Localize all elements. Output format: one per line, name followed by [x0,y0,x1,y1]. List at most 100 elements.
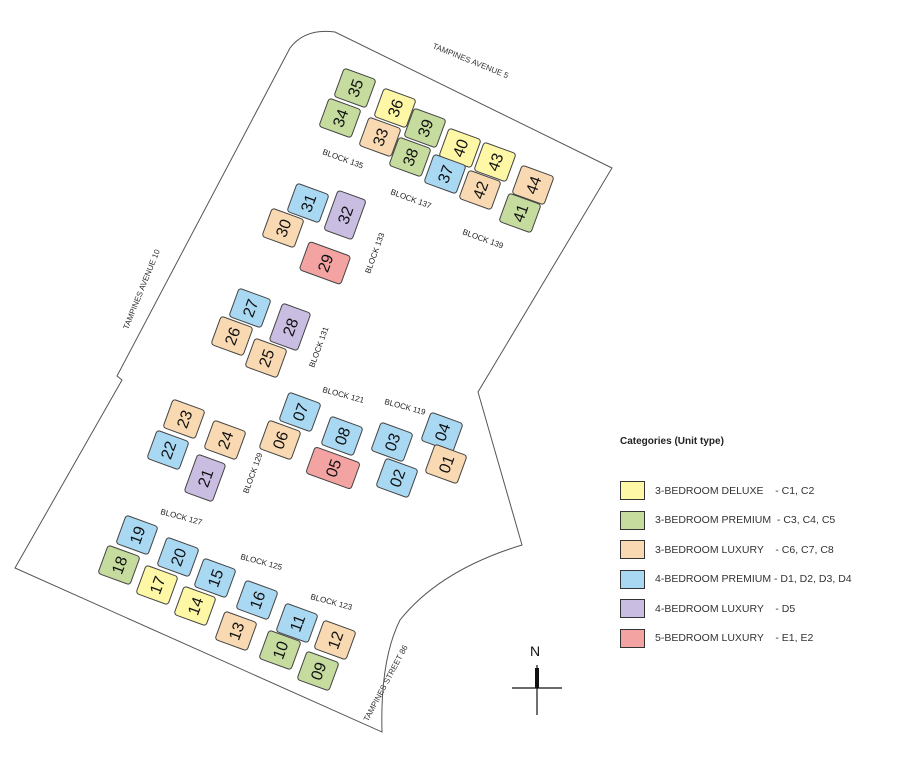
unit-number: 19 [127,524,149,547]
unit-42[interactable]: 42 [459,170,501,210]
unit-shape [236,580,278,620]
unit-shape [98,545,140,585]
unit-06[interactable]: 06 [259,420,301,460]
unit-shape [424,154,466,194]
unit-number: 22 [158,439,180,462]
unit-38[interactable]: 38 [389,137,431,177]
unit-43[interactable]: 43 [474,142,516,182]
unit-31[interactable]: 31 [287,183,329,223]
unit-02[interactable]: 02 [376,458,418,498]
legend-item-luxury5: 5-BEDROOM LUXURY - E1, E2 [620,624,852,654]
unit-number: 36 [385,97,407,120]
legend: Categories (Unit type) 3-BEDROOM DELUXE … [620,436,852,653]
unit-shape [324,190,366,240]
unit-22[interactable]: 22 [147,430,189,470]
unit-17[interactable]: 17 [136,565,178,605]
unit-30[interactable]: 30 [262,208,304,248]
unit-03[interactable]: 03 [371,422,413,462]
unit-shape [374,88,416,128]
legend-item-luxury4: 4-BEDROOM LUXURY - D5 [620,594,852,624]
unit-12[interactable]: 12 [314,620,356,660]
unit-32[interactable]: 32 [324,190,367,240]
unit-29[interactable]: 29 [299,241,351,285]
unit-39[interactable]: 39 [404,108,446,148]
unit-number: 17 [147,574,169,597]
unit-number: 39 [415,117,437,140]
unit-number: 31 [298,192,320,215]
unit-shape [163,399,205,439]
unit-24[interactable]: 24 [204,420,246,460]
unit-shape [276,603,318,643]
legend-swatch [620,599,645,619]
block-label: BLOCK 129 [241,451,264,495]
compass-north-label: N [530,643,540,659]
unit-23[interactable]: 23 [163,399,205,439]
unit-shape [459,170,501,210]
legend-item-premium3: 3-BEDROOM PREMIUM - C3, C4, C5 [620,506,852,536]
unit-27[interactable]: 27 [229,288,271,328]
unit-number: 23 [174,408,196,431]
unit-number: 40 [450,137,472,160]
unit-05[interactable]: 05 [306,446,361,490]
unit-number: 24 [215,429,237,452]
unit-shape [499,193,541,233]
road-label-tampines-st-86: TAMPINES STREET 86 [362,643,410,723]
unit-10[interactable]: 10 [259,630,301,670]
north-arrow-icon: N [512,643,562,715]
unit-shape [319,98,361,138]
unit-number: 07 [290,401,312,424]
road-label-tampines-ave-5: TAMPINES AVENUE 5 [431,42,510,81]
unit-11[interactable]: 11 [276,603,318,643]
unit-28[interactable]: 28 [269,303,311,351]
unit-35[interactable]: 35 [334,68,376,108]
unit-number: 13 [226,620,248,643]
unit-36[interactable]: 36 [374,88,416,128]
legend-title: Categories (Unit type) [620,436,724,447]
unit-14[interactable]: 14 [174,586,216,626]
unit-41[interactable]: 41 [499,193,541,233]
unit-number: 27 [240,297,262,320]
unit-44[interactable]: 44 [512,165,554,205]
unit-number: 37 [435,163,457,186]
unit-number: 04 [432,421,454,444]
legend-swatch [620,481,645,501]
unit-shape [279,392,321,432]
unit-09[interactable]: 09 [297,651,339,691]
unit-shape [229,288,271,328]
unit-18[interactable]: 18 [98,545,140,585]
unit-01[interactable]: 01 [425,444,467,484]
legend-swatch [620,628,645,648]
unit-number: 16 [247,589,269,612]
unit-19[interactable]: 19 [116,515,158,555]
unit-shape [259,630,301,670]
block-label: BLOCK 123 [309,592,353,612]
unit-shape [389,137,431,177]
unit-33[interactable]: 33 [359,117,401,157]
legend-label: 5-BEDROOM LUXURY - E1, E2 [655,632,814,645]
unit-number: 12 [325,629,347,652]
unit-20[interactable]: 20 [157,537,199,577]
block-label: BLOCK 139 [461,227,505,250]
unit-04[interactable]: 04 [421,412,463,452]
unit-shape [245,338,287,378]
unit-16[interactable]: 16 [236,580,278,620]
unit-25[interactable]: 25 [245,338,287,378]
unit-08[interactable]: 08 [321,416,363,456]
unit-number: 32 [335,204,357,227]
unit-37[interactable]: 37 [424,154,466,194]
legend-item-deluxe3: 3-BEDROOM DELUXE - C1, C2 [620,476,852,506]
legend-swatch [620,540,645,560]
unit-15[interactable]: 15 [194,558,236,598]
unit-number: 43 [485,151,507,174]
block-label: BLOCK 119 [383,397,427,417]
unit-shape [269,303,311,351]
unit-26[interactable]: 26 [211,316,253,356]
unit-34[interactable]: 34 [319,98,361,138]
unit-07[interactable]: 07 [279,392,321,432]
block-label: BLOCK 125 [239,552,283,572]
unit-number: 28 [280,316,302,339]
unit-21[interactable]: 21 [184,454,226,502]
unit-shape [147,430,189,470]
unit-13[interactable]: 13 [215,611,257,651]
unit-number: 14 [185,595,207,618]
